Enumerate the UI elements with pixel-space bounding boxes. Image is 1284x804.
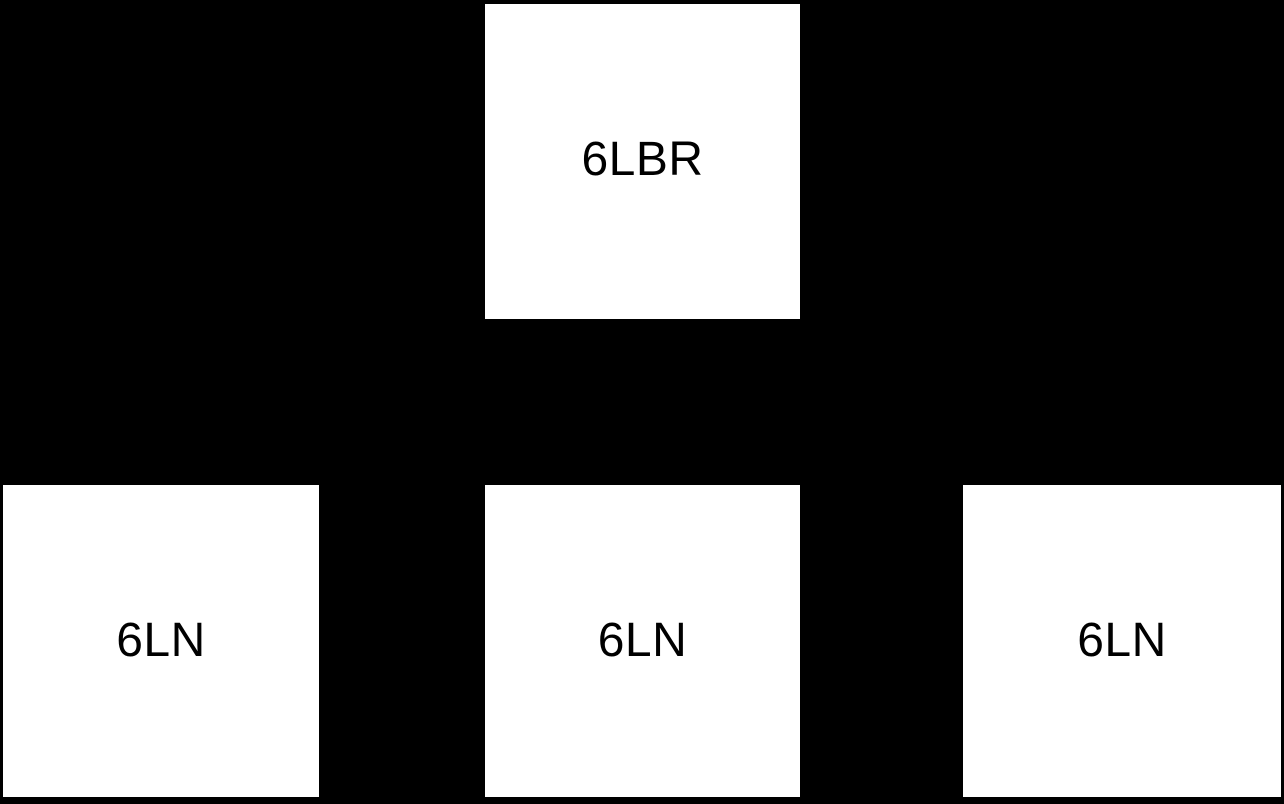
node-6ln-2[interactable]: 6LN xyxy=(485,485,800,797)
node-6ln-3-label: 6LN xyxy=(1077,614,1167,667)
node-6ln-3[interactable]: 6LN xyxy=(963,485,1281,797)
node-6lbr-label: 6LBR xyxy=(581,132,704,186)
node-6lbr[interactable]: 6LBR xyxy=(485,4,800,319)
node-6ln-1-label: 6LN xyxy=(116,614,206,667)
node-6ln-2-label: 6LN xyxy=(597,614,688,667)
node-6ln-1[interactable]: 6LN xyxy=(3,485,319,797)
